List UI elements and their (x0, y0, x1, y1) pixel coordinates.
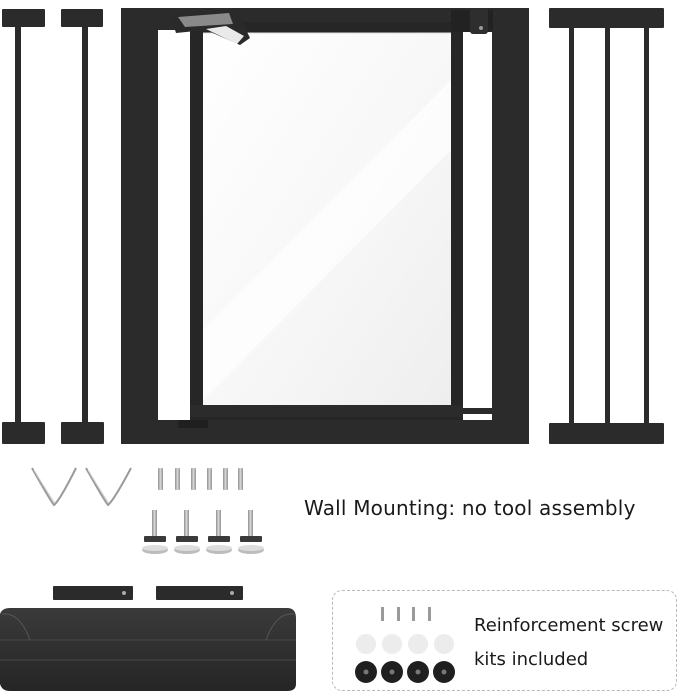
main-gate (121, 8, 529, 444)
tension-bolt (174, 510, 200, 554)
reinforcement-caption-line2: kits included (474, 649, 589, 670)
extension-panel-large (549, 8, 664, 444)
tension-bolt (238, 510, 264, 554)
wall-protector-pad (0, 608, 296, 691)
reinforcement-pads-white (356, 634, 454, 654)
bracket-left (53, 586, 133, 600)
tension-bolt (206, 510, 232, 554)
y-hook-left (31, 467, 77, 550)
reinforcement-caption-line1: Reinforcement screw (474, 615, 664, 636)
wall-mounting-caption: Wall Mounting: no tool assembly (304, 496, 636, 520)
y-hook-right (85, 467, 132, 550)
bracket-right (156, 586, 243, 600)
tension-bolt (142, 510, 168, 554)
extension-panel-small-second (61, 9, 104, 444)
reinforcement-pads-black (355, 661, 455, 683)
small-pins (158, 468, 243, 490)
reinforcement-kit-box (332, 590, 677, 691)
reinforcement-screws (381, 607, 431, 621)
extension-panel-small-left (2, 9, 45, 444)
